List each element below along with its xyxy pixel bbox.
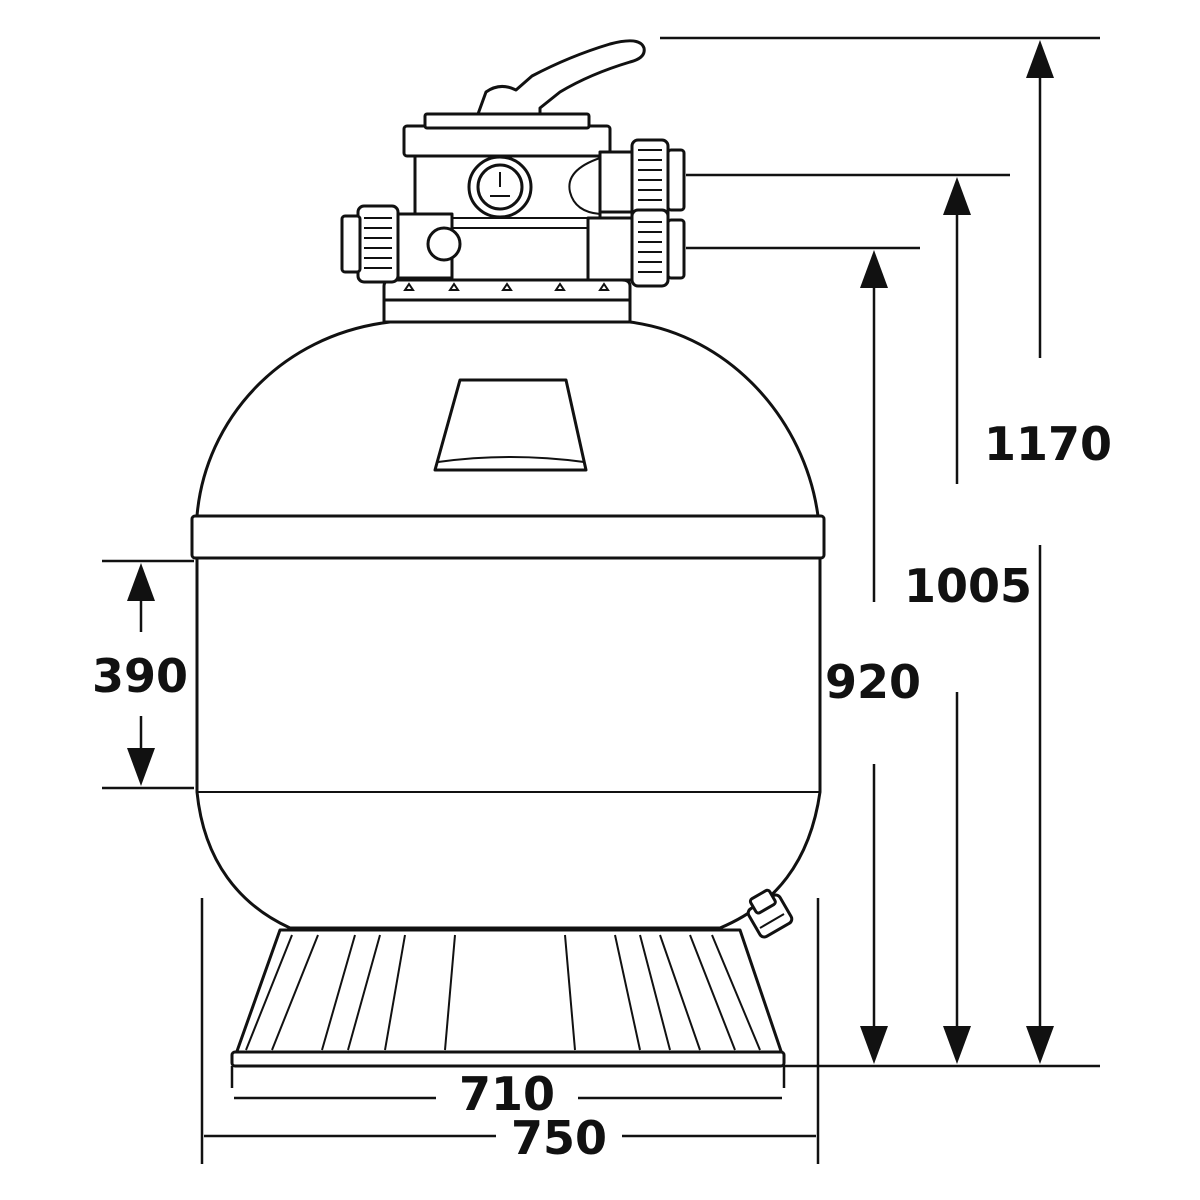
dim-390-line: [127, 563, 155, 786]
dim-1170-line: [1026, 40, 1054, 1064]
filter-tank: [190, 298, 826, 939]
valve-handle: [476, 39, 646, 116]
drain-plug: [746, 888, 794, 939]
base-ribs: [245, 934, 761, 1051]
tank-neck-collar: [382, 298, 632, 324]
tank-middle-band: [190, 514, 826, 560]
dim-label-1005: 1005: [904, 559, 1032, 613]
right-lower-port: [586, 208, 686, 288]
base-skirt: [234, 928, 784, 1056]
pressure-gauge-icon: [467, 155, 533, 219]
dim-label-390: 390: [92, 649, 188, 703]
dim-label-710: 710: [459, 1067, 555, 1121]
valve-cover: [402, 124, 612, 158]
base-plate: [230, 1050, 786, 1068]
flange-bolts: [403, 282, 610, 291]
dim-920-line: [860, 250, 888, 1064]
multiport-valve: [340, 39, 686, 302]
dim-label-750: 750: [511, 1111, 607, 1165]
left-port: [340, 204, 462, 284]
dimension-labels: 1170 1005 920 390 710 750: [92, 417, 1112, 1165]
dim-label-920: 920: [825, 655, 921, 709]
dim-label-1170: 1170: [984, 417, 1112, 471]
tank-lower-body: [195, 556, 822, 930]
right-upper-port: [598, 138, 686, 222]
dimension-lines: [102, 36, 1100, 1164]
dim-1005-line: [943, 177, 971, 1064]
valve-cover-cap: [423, 112, 591, 130]
tank-label-plate: [433, 378, 588, 472]
base-stand: [230, 928, 786, 1068]
